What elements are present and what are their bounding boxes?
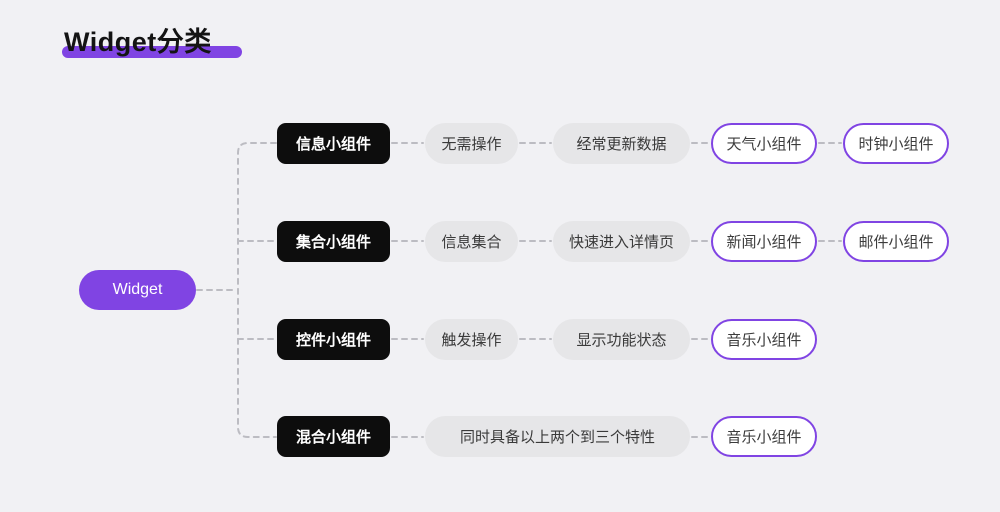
item-pill-example: 邮件小组件 [843, 221, 949, 262]
category-node-control: 控件小组件 [277, 319, 390, 360]
category-node-info: 信息小组件 [277, 123, 390, 164]
title-underline-bar [62, 46, 242, 58]
item-pill-example: 音乐小组件 [711, 416, 817, 457]
item-pill-example: 天气小组件 [711, 123, 817, 164]
page-title: Widget分类 [64, 27, 212, 57]
item-pill: 经常更新数据 [553, 123, 690, 164]
item-pill: 无需操作 [425, 123, 518, 164]
item-pill: 触发操作 [425, 319, 518, 360]
category-node-collection: 集合小组件 [277, 221, 390, 262]
item-pill-example: 新闻小组件 [711, 221, 817, 262]
item-pill-example: 音乐小组件 [711, 319, 817, 360]
root-node-widget: Widget [79, 270, 196, 310]
item-pill: 快速进入详情页 [553, 221, 690, 262]
category-node-hybrid: 混合小组件 [277, 416, 390, 457]
item-pill: 显示功能状态 [553, 319, 690, 360]
connector-trunk [237, 142, 277, 438]
item-pill: 同时具备以上两个到三个特性 [425, 416, 690, 457]
item-pill-example: 时钟小组件 [843, 123, 949, 164]
item-pill: 信息集合 [425, 221, 518, 262]
